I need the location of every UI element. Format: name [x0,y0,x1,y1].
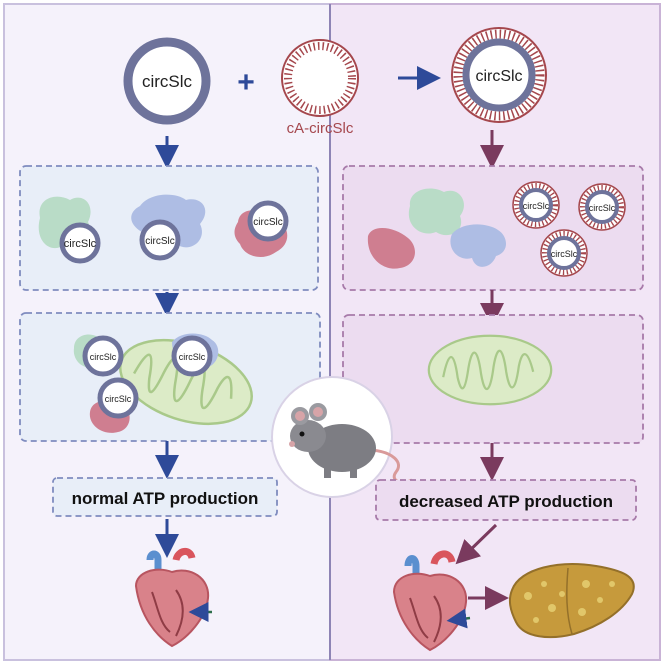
small-circslc-label: circSlc [179,352,206,362]
small-circslc-label: circSlc [589,203,616,213]
circslc-liposome-small-3: circSlc [540,229,588,277]
small-circslc-2: circSlc [142,222,178,258]
small-circslc-label: circSlc [523,201,550,211]
heart-icon [134,548,212,648]
small-circslc-label: circSlc [145,236,174,247]
normal-atp-box [52,477,278,517]
circslc-label-top-right: circSlc [475,68,522,85]
small-circslc-3: circSlc [250,203,286,239]
small-circslc-6: circSlc [100,380,136,416]
circslc-liposome-small-2: circSlc [578,183,626,231]
cA-circslc-label: cA-circSlc [287,120,354,137]
small-circslc-label: circSlc [105,394,132,404]
mitochondrion-icon [427,334,553,406]
right-arrow-4 [455,523,498,565]
decreased-atp-label: decreased ATP production [399,492,613,511]
small-circslc-4: circSlc [85,338,121,374]
small-circslc-label: circSlc [253,217,282,228]
small-circslc-1: circSlc [62,225,98,261]
cA-circslc-liposome [281,39,359,117]
circslc-liposome-small-1: circSlc [512,181,560,229]
normal-atp-label: normal ATP production [72,489,259,508]
protein-icon [367,227,415,269]
liver-icon [508,563,635,639]
plus-sign: + [237,66,255,99]
protein-icon [408,188,465,236]
heart-icon [392,550,471,652]
protein-icon [450,224,506,267]
circslc-ring-top-left: circSlc [123,37,211,125]
small-circslc-5: circSlc [174,338,210,374]
circslc-liposome-top-right: circSlc [451,27,547,123]
small-circslc-label: circSlc [64,238,97,250]
circslc-label-top-left: circSlc [142,72,193,91]
small-circslc-label: circSlc [90,352,117,362]
small-circslc-label: circSlc [551,249,578,259]
mouse-icon [271,376,413,498]
decreased-atp-box [375,479,637,521]
